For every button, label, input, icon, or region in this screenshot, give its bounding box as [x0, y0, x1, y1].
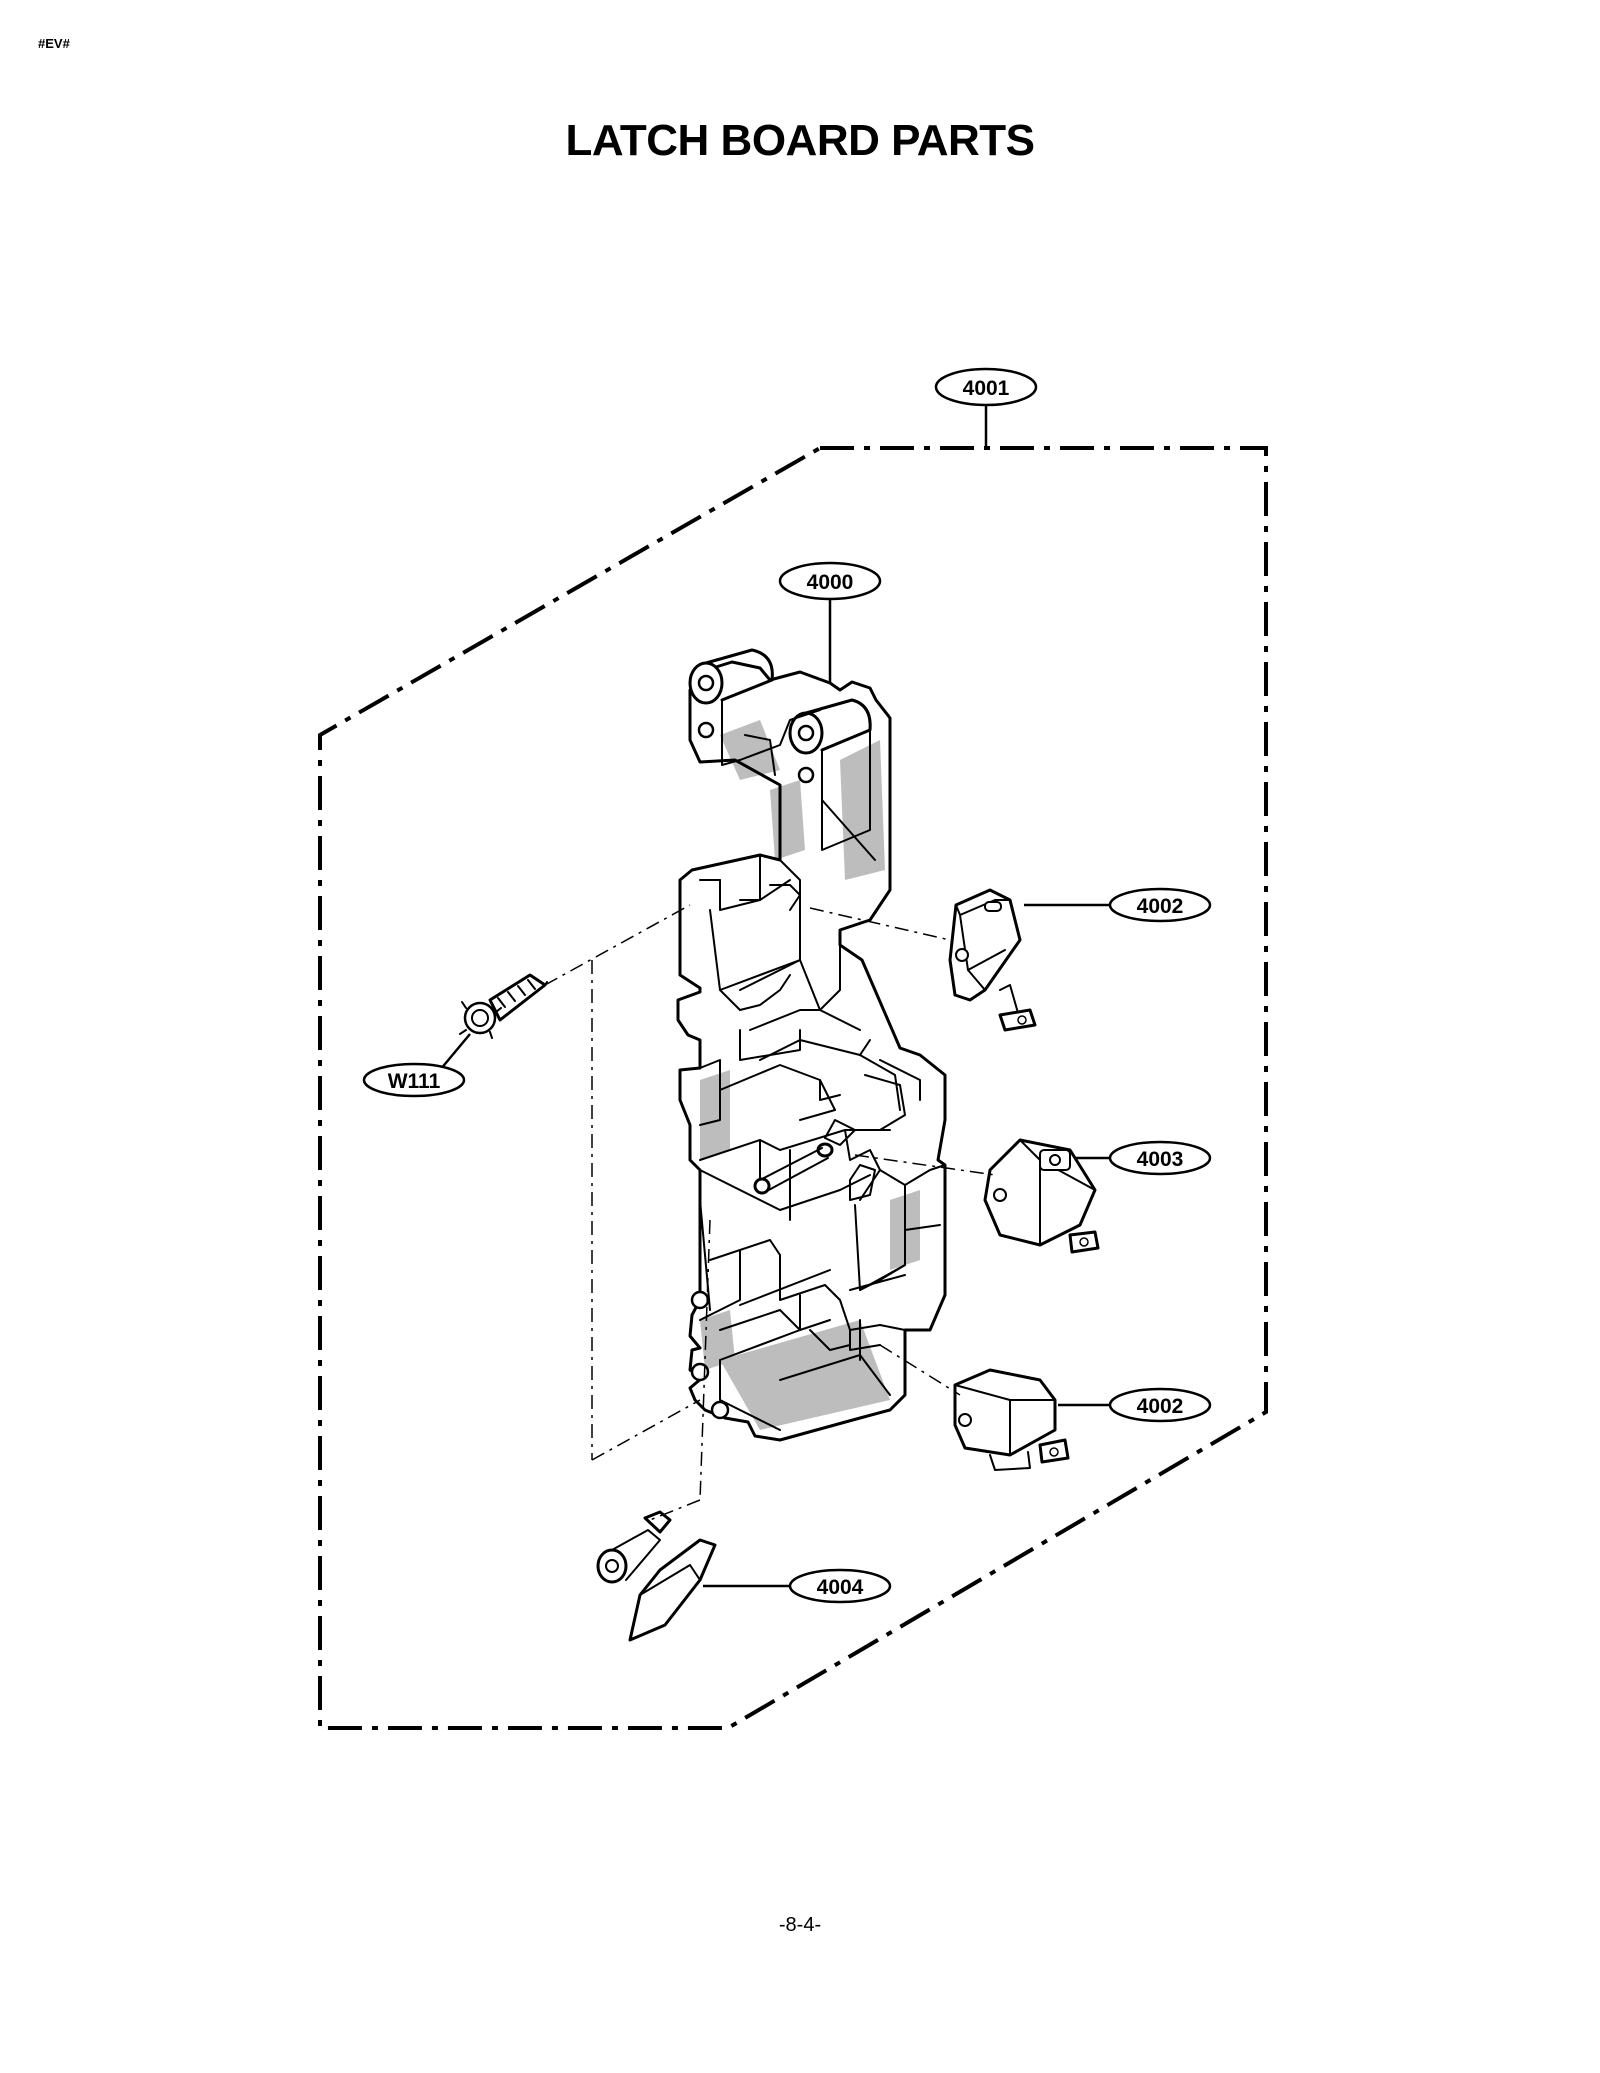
callout-label-4002-lower: 4002 — [1137, 1395, 1184, 1418]
callout-4000: 4000 — [778, 561, 882, 683]
micro-switch-middle — [983, 1138, 1100, 1254]
page-number: -8-4- — [778, 1914, 822, 1936]
callout-4003: 4003 — [1075, 1140, 1212, 1176]
assembly-guide-lines — [544, 904, 996, 1521]
screw-w111 — [459, 973, 548, 1039]
callout-w111: W111 — [362, 1033, 471, 1098]
callout-4002-upper: 4002 — [1024, 887, 1212, 923]
callout-label-w111: W111 — [388, 1070, 441, 1093]
callout-label-4003: 4003 — [1137, 1148, 1184, 1171]
callout-label-4000: 4000 — [807, 571, 854, 594]
document-code: #EV# — [38, 36, 70, 51]
lever-part — [596, 1510, 717, 1642]
assembly-boundary — [318, 446, 1268, 1730]
callout-4002-lower: 4002 — [1058, 1387, 1212, 1423]
micro-switch-lower — [953, 1368, 1070, 1471]
callout-label-4001: 4001 — [963, 377, 1010, 400]
latch-board — [676, 648, 947, 1442]
callout-label-4004: 4004 — [817, 1576, 864, 1599]
callout-label-4002-upper: 4002 — [1137, 895, 1184, 918]
micro-switch-upper — [948, 888, 1037, 1032]
callout-4004: 4004 — [703, 1568, 892, 1604]
page-title: LATCH BOARD PARTS — [565, 116, 1035, 165]
callout-4001: 4001 — [934, 367, 1038, 448]
